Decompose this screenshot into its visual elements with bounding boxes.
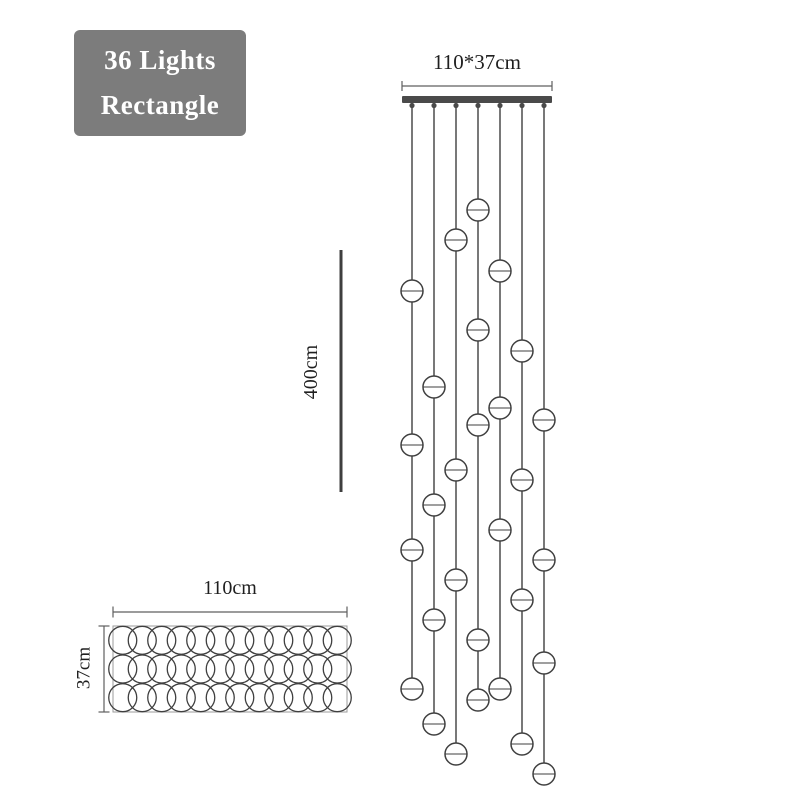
top-view-light bbox=[186, 625, 216, 655]
top-view-light bbox=[303, 683, 333, 713]
top-depth-label: 37cm bbox=[73, 646, 95, 690]
top-view-light bbox=[244, 625, 274, 655]
top-view-light bbox=[225, 683, 255, 713]
top-view-light bbox=[147, 683, 177, 713]
top-view-light bbox=[205, 654, 235, 684]
top-view-light bbox=[147, 625, 177, 655]
top-view-light bbox=[108, 654, 138, 684]
top-view-light bbox=[244, 683, 274, 713]
cord-connector-dot bbox=[431, 102, 437, 109]
top-view-light bbox=[283, 683, 313, 713]
top-view-light bbox=[166, 654, 196, 684]
top-view-light bbox=[108, 625, 138, 655]
badge-shape: Rectangle bbox=[100, 89, 220, 120]
top-view-light bbox=[205, 625, 235, 655]
top-view-light bbox=[322, 683, 352, 713]
front-width-label: 110*37cm bbox=[433, 50, 521, 74]
cord-connector-dot bbox=[475, 102, 481, 109]
top-view-light bbox=[283, 625, 313, 655]
top-view-light bbox=[264, 683, 294, 713]
top-view-light bbox=[264, 625, 294, 655]
top-view-light bbox=[166, 625, 196, 655]
top-view-light bbox=[244, 654, 274, 684]
cord-connector-dot bbox=[541, 102, 547, 109]
top-view-light bbox=[166, 683, 196, 713]
top-view-light bbox=[264, 654, 294, 684]
top-view-light bbox=[186, 683, 216, 713]
top-view-light bbox=[147, 654, 177, 684]
badge-lights-count: 36 Lights bbox=[104, 45, 216, 76]
top-view-light bbox=[205, 683, 235, 713]
cord-connector-dot bbox=[519, 102, 525, 109]
top-view-light bbox=[186, 654, 216, 684]
top-view-light bbox=[225, 654, 255, 684]
ceiling-canopy bbox=[402, 96, 552, 103]
top-view-light bbox=[322, 654, 352, 684]
top-view-light bbox=[322, 625, 352, 655]
top-view-light bbox=[303, 654, 333, 684]
top-view-light bbox=[303, 625, 333, 655]
top-view-light bbox=[108, 683, 138, 713]
top-view-light bbox=[127, 654, 157, 684]
top-view-light bbox=[283, 654, 313, 684]
cord-connector-dot bbox=[409, 102, 415, 109]
top-view-light bbox=[225, 625, 255, 655]
front-height-label: 400cm bbox=[300, 344, 322, 400]
top-view-light bbox=[127, 625, 157, 655]
product-badge: 36 Lights Rectangle bbox=[74, 30, 246, 136]
top-width-label: 110cm bbox=[203, 577, 257, 599]
top-view-light bbox=[127, 683, 157, 713]
top-view-outline bbox=[112, 625, 348, 713]
cord-connector-dot bbox=[453, 102, 459, 109]
cord-connector-dot bbox=[497, 102, 503, 109]
